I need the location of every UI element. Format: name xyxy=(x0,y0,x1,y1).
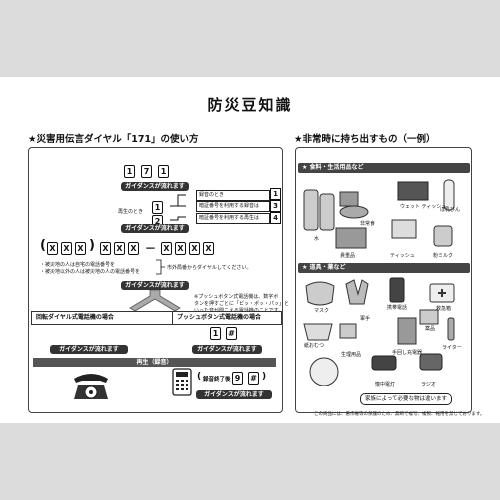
tool-label-sanitary: 生理用品 xyxy=(341,352,362,358)
phone-a-3: X xyxy=(75,242,86,255)
speech-bubble: 家族によって必要な物は違います xyxy=(360,393,453,405)
guidance-pill-rotary: ガイダンスが流れます xyxy=(50,345,128,354)
branch-num-3: 4 xyxy=(270,212,281,224)
phone-c-3: X xyxy=(189,242,200,255)
phone-a-1: X xyxy=(47,242,58,255)
bracket xyxy=(156,259,165,275)
tool-label-firstaid: 救急箱 xyxy=(436,306,452,312)
end-paren-open: ( xyxy=(197,372,202,382)
push-note-2: タンを押すごとに「ピッ・ポッ・パッ」と xyxy=(194,301,290,307)
food-label-valuables: 貴重品 xyxy=(340,253,356,259)
guidance-pill-1: ガイダンスが流れます xyxy=(121,182,189,191)
guidance-pill-3: ガイダンスが流れます xyxy=(121,281,189,290)
food-illustrations xyxy=(303,179,455,249)
food-label-wet: ウェット ティッシュ xyxy=(400,204,447,210)
branch-lines xyxy=(170,194,186,221)
key-1b: 1 xyxy=(158,165,169,178)
branch-num-2: 3 xyxy=(270,200,281,212)
tool-label-lighter: ライター xyxy=(442,345,462,351)
phone-b-1: X xyxy=(100,242,111,255)
guidance-pill-end: ガイダンスが流れます xyxy=(196,390,272,399)
note-line-1: ・被災地の人は自宅の電話番号を xyxy=(40,262,116,268)
branch-num-1: 1 xyxy=(270,188,281,200)
key-7: 7 xyxy=(141,165,152,178)
food-label-emergency: 非常食 xyxy=(360,221,376,227)
tool-label-charger: 手回し充電器 xyxy=(392,350,423,356)
end-key-hash: # xyxy=(248,372,259,385)
note-right: 市外局番からダイヤルしてください。 xyxy=(167,265,252,271)
guidance-pill-push: ガイダンスが流れます xyxy=(192,345,262,354)
branch-note-2: 暗証番号を利用する録音は xyxy=(196,201,270,212)
push-key-1: 1 xyxy=(210,327,221,340)
food-label-water: 水 xyxy=(314,236,320,242)
category-food: ★ 食料・生活用品など xyxy=(298,163,470,173)
tool-label-mask: マスク xyxy=(314,308,330,314)
page-title: 防災豆知識 xyxy=(207,96,293,114)
push-phone-icon xyxy=(172,368,192,396)
note-line-2: ・被災地以外の人は被災地の人の電話番号を xyxy=(40,269,141,275)
end-key-9: 9 xyxy=(232,372,243,385)
tool-illustrations xyxy=(303,277,455,386)
paren-close: ) xyxy=(89,238,95,253)
phone-c-4: X xyxy=(203,242,214,255)
phone-c-1: X xyxy=(161,242,172,255)
phone-c-2: X xyxy=(175,242,186,255)
food-label-bottle: ほ乳びん xyxy=(440,207,461,213)
branch-key-1: 1 xyxy=(152,201,163,214)
phone-b-3: X xyxy=(128,242,139,255)
branch-play-label: 再生のとき xyxy=(118,209,144,215)
end-paren-close: ) xyxy=(262,372,267,382)
push-note-1: ※プッシュボタン式電話機は、数字ボ xyxy=(194,294,279,300)
push-title: プッシュボタン式電話機の場合 xyxy=(172,311,282,325)
category-tools: ★ 道具・薬など xyxy=(298,263,470,273)
footer-note: この商品には、著作権等の保護のため、無断で複写、複製、転用を禁じております。 xyxy=(314,412,485,417)
tool-label-medicine: 薬品 xyxy=(425,326,436,332)
tool-label-flashlight: 懐中電灯 xyxy=(375,382,396,388)
push-key-hash: # xyxy=(226,327,237,340)
tool-label-radio: ラジオ xyxy=(421,382,436,388)
branch-note-1: 録音のとき xyxy=(196,190,270,201)
right-heading: ★非常時に持ち出すもの（一例） xyxy=(294,134,436,145)
food-label-milk: 粉ミルク xyxy=(433,253,454,259)
split-arrow xyxy=(129,290,181,312)
key-1: 1 xyxy=(124,165,135,178)
tool-label-phone: 携帯電話 xyxy=(387,305,408,311)
guidance-pill-2: ガイダンスが流れます xyxy=(121,224,189,233)
food-label-tissue: ティッシュ xyxy=(390,253,415,259)
tool-label-gloves: 軍手 xyxy=(360,316,371,322)
branch-note-3: 暗証番号を利用する再生は xyxy=(196,213,270,224)
end-label: 録音終了後 xyxy=(203,377,231,383)
paren-open: ( xyxy=(40,238,46,253)
rotary-title: 回転ダイヤル式電話機の場合 xyxy=(31,311,174,325)
rotary-phone-icon xyxy=(74,374,108,399)
phone-dash: － xyxy=(145,242,156,255)
phone-b-2: X xyxy=(114,242,125,255)
play-band: 再生（録音） xyxy=(33,358,276,367)
left-heading: ★災害用伝言ダイヤル「171」の使い方 xyxy=(28,134,199,145)
tool-label-diapers: 紙おむつ xyxy=(304,343,325,349)
phone-a-2: X xyxy=(61,242,72,255)
